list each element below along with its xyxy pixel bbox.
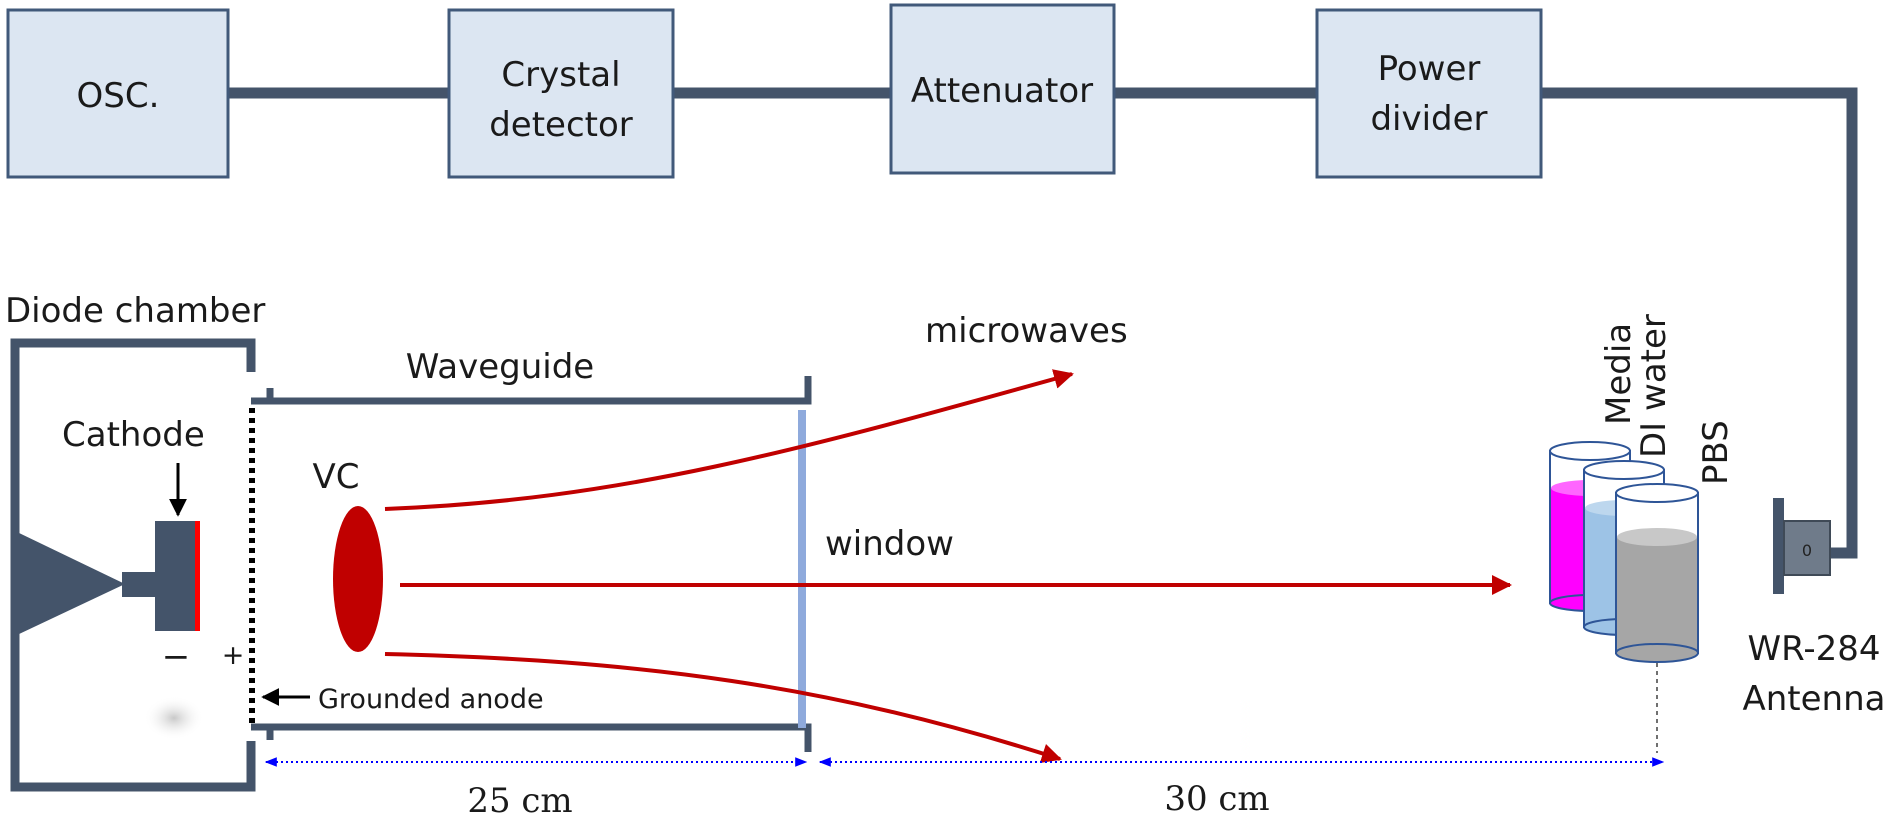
dimension-label-30cm: 30 cm [1164, 779, 1269, 819]
media-label: Media [1599, 323, 1639, 425]
crystal-detector-label-line1: Crystal [501, 55, 620, 95]
cathode-body [155, 521, 195, 631]
pbs-label: PBS [1696, 420, 1736, 485]
diode-chamber-wall [10, 338, 256, 792]
di-water-label: DI water [1634, 314, 1674, 458]
window [798, 410, 806, 728]
virtual-cathode [333, 506, 383, 652]
diode-chamber-label: Diode chamber [5, 291, 265, 331]
waveguide-bottom-wall [251, 723, 812, 752]
microwaves-label: microwaves [925, 311, 1128, 351]
plus-sign: + [222, 640, 245, 671]
signal-chain-line [228, 87, 1858, 559]
cathode-label: Cathode [62, 415, 205, 455]
waveguide-top-wall [251, 376, 812, 405]
power-divider-box: Power divider [1315, 8, 1543, 179]
antenna-label-line1: WR-284 [1747, 629, 1880, 669]
dimension-label-25cm: 25 cm [467, 781, 572, 821]
blurred-spot [144, 696, 204, 740]
power-divider-label-line2: divider [1370, 99, 1487, 139]
antenna-label-line2: Antenna [1743, 679, 1886, 719]
waveguide-label: Waveguide [406, 347, 594, 387]
osc-box: OSC. [6, 8, 230, 179]
antenna-digit: 0 [1802, 541, 1812, 560]
crystal-detector-label-line2: detector [489, 105, 633, 145]
antenna: 0 [1773, 498, 1831, 594]
cathode-stem [122, 572, 158, 597]
grounded-anode-label: Grounded anode [318, 684, 544, 715]
pbs-tube [1615, 483, 1699, 663]
microwave-beam-lower [384, 652, 1062, 764]
attenuator-label: Attenuator [911, 71, 1093, 111]
minus-sign: − [162, 637, 191, 677]
attenuator-box: Attenuator [889, 3, 1116, 175]
window-label: window [825, 524, 954, 564]
vc-label: VC [313, 457, 360, 497]
cathode-cone [17, 532, 125, 635]
microwave-beam-upper [384, 369, 1074, 511]
cathode-emitter-edge [195, 521, 200, 631]
power-divider-label-line1: Power [1378, 49, 1481, 89]
osc-label: OSC. [77, 76, 160, 116]
crystal-detector-box: Crystal detector [447, 8, 675, 179]
